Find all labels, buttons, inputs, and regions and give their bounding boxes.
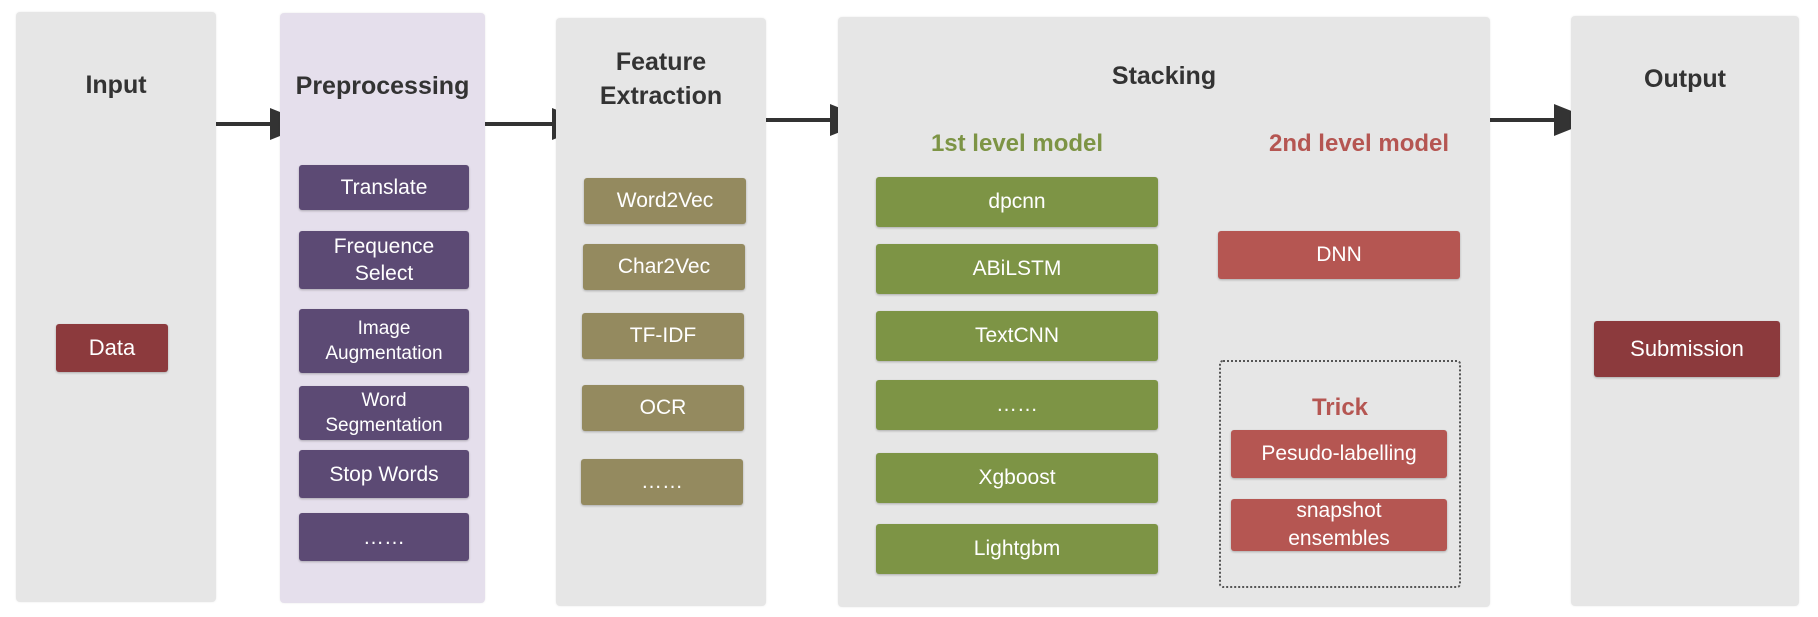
output-title: Output	[1644, 65, 1726, 93]
input-panel: Input Data	[16, 12, 216, 602]
data-box: Data	[56, 324, 168, 372]
ocr-box: OCR	[582, 385, 744, 431]
feature-extraction-title: Feature Extraction	[599, 48, 723, 110]
feature-more-box: ……	[581, 459, 743, 505]
stacking-panel: Stacking 1st level model dpcnn ABiLSTM T…	[838, 17, 1490, 607]
frequence-select-box: Frequence Select	[299, 231, 469, 289]
preprocessing-more-box: ……	[299, 513, 469, 561]
lightgbm-box: Lightgbm	[876, 524, 1158, 574]
tf-idf-box: TF-IDF	[582, 313, 744, 359]
translate-box: Translate	[299, 165, 469, 210]
char2vec-box: Char2Vec	[583, 244, 745, 290]
image-augmentation-box: Image Augmentation	[299, 309, 469, 373]
xgboost-box: Xgboost	[876, 453, 1158, 503]
stacking-title: Stacking	[1111, 62, 1217, 90]
input-title: Input	[85, 71, 147, 99]
abilstm-box: ABiLSTM	[876, 244, 1158, 294]
second-level-model-title: 2nd level model	[1268, 130, 1450, 157]
word2vec-box: Word2Vec	[584, 178, 746, 224]
preprocessing-panel: Preprocessing Translate Frequence Select…	[280, 13, 485, 603]
feature-extraction-panel: Feature Extraction Word2Vec Char2Vec TF-…	[556, 18, 766, 606]
trick-box: Trick Pesudo-labelling snapshot ensemble…	[1219, 360, 1461, 588]
stop-words-box: Stop Words	[299, 450, 469, 498]
textcnn-box: TextCNN	[876, 311, 1158, 361]
first-level-model-title: 1st level model	[930, 130, 1104, 157]
dpcnn-box: dpcnn	[876, 177, 1158, 227]
output-panel: Output Submission	[1571, 16, 1799, 606]
preprocessing-title: Preprocessing	[295, 72, 470, 100]
dnn-box: DNN	[1218, 231, 1460, 279]
word-segmentation-box: Word Segmentation	[299, 386, 469, 440]
snapshot-ensembles-box: snapshot ensembles	[1231, 499, 1447, 551]
trick-title: Trick	[1311, 394, 1369, 421]
submission-box: Submission	[1594, 321, 1780, 377]
first-level-more-box: ……	[876, 380, 1158, 430]
pesudo-labelling-box: Pesudo-labelling	[1231, 430, 1447, 478]
